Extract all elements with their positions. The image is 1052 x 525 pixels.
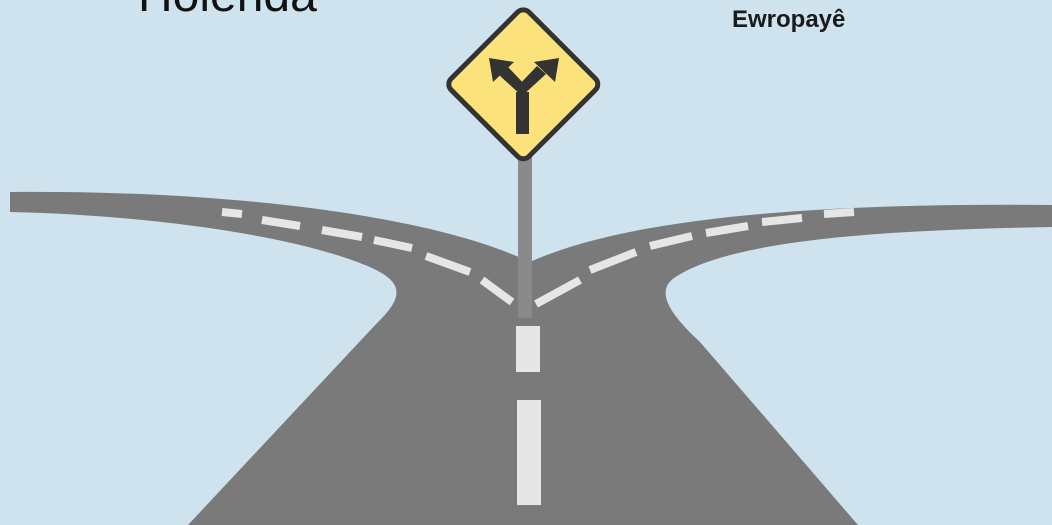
right-destination-label: Ewropayê [732, 8, 845, 32]
center-lane-markings [516, 326, 541, 505]
sign-post [518, 152, 532, 318]
lane-dash [516, 326, 540, 372]
lane-dash [824, 212, 854, 214]
left-destination-label: Holenda [138, 0, 317, 20]
lane-dash [517, 400, 541, 505]
lane-dash [762, 218, 802, 222]
lane-dash [222, 212, 242, 214]
